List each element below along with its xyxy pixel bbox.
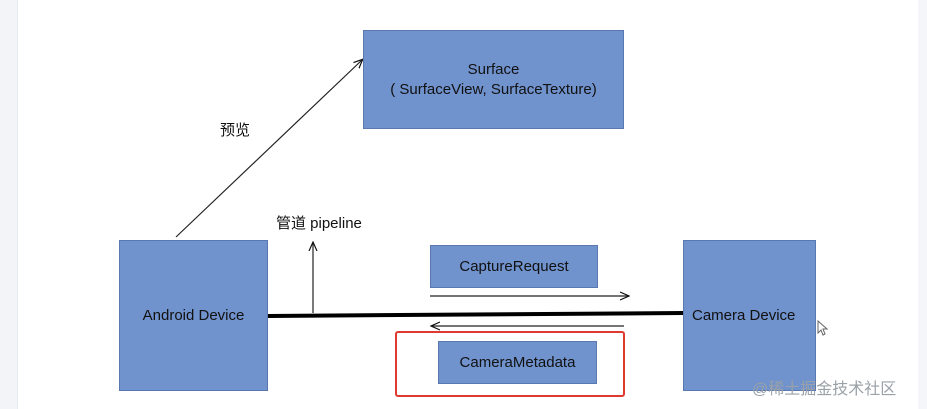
camera-metadata-label: CameraMetadata <box>459 353 576 371</box>
camera-metadata-box: CameraMetadata <box>438 341 597 384</box>
android-device-label: Android Device <box>142 306 245 324</box>
surface-subtitle: ( SurfaceView, SurfaceTexture) <box>390 80 597 98</box>
android-device-box: Android Device <box>119 240 268 391</box>
camera-device-box: Camera Device <box>683 240 816 391</box>
left-margin-strip <box>0 0 18 409</box>
surface-title: Surface <box>467 60 520 78</box>
capture-request-label: CaptureRequest <box>459 257 569 275</box>
surface-box: Surface ( SurfaceView, SurfaceTexture) <box>363 30 624 129</box>
watermark-text: @稀土掘金技术社区 <box>752 381 897 398</box>
right-margin-strip <box>918 0 927 409</box>
mouse-cursor-icon <box>817 320 829 336</box>
highlight-rectangle <box>395 331 625 397</box>
preview-label: 预览 <box>220 122 251 139</box>
preview-arrow <box>175 60 362 238</box>
camera-device-label: Camera Device <box>692 306 796 324</box>
pipeline-label: 管道 pipeline <box>276 215 362 232</box>
capture-request-box: CaptureRequest <box>430 245 598 288</box>
connection-line <box>267 311 684 318</box>
